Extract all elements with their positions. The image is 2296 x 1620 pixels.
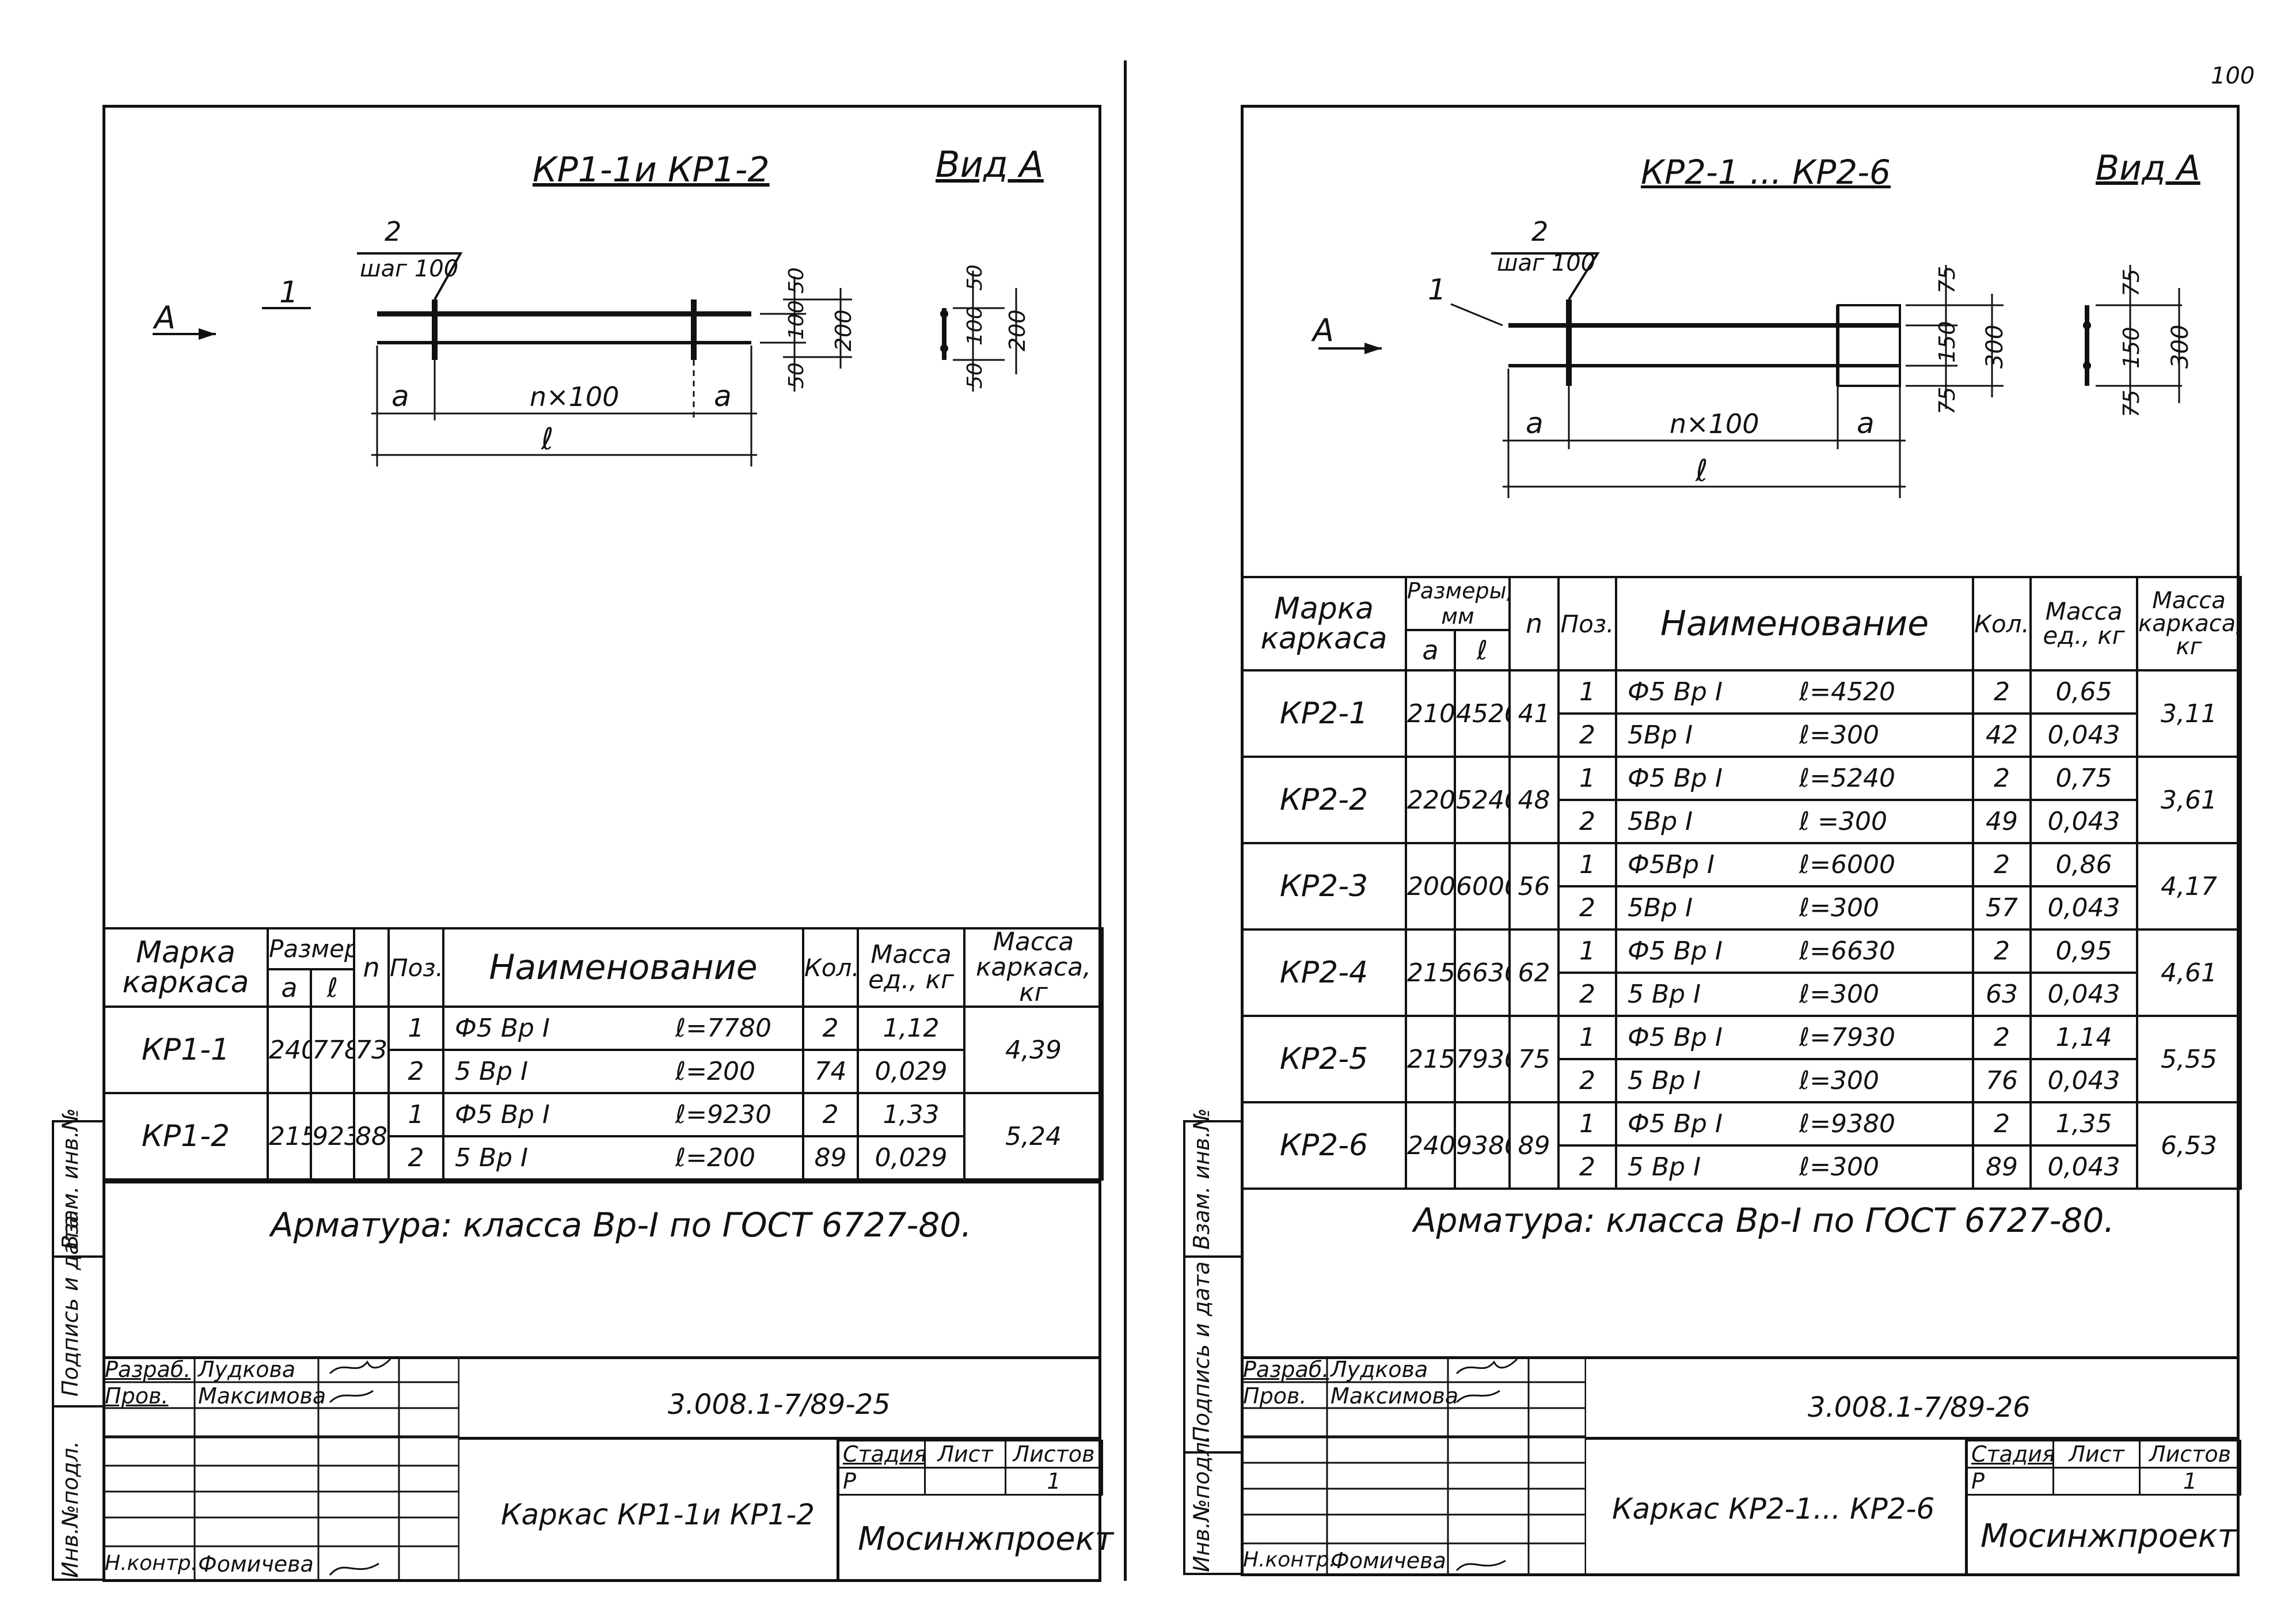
svg-text:n×100: n×100 xyxy=(530,381,619,412)
hdr-mark: Марка каркаса xyxy=(102,927,269,1008)
svg-text:75: 75 xyxy=(2119,390,2144,418)
hdr-sizes: Размеры, мм xyxy=(1404,576,1511,631)
hdr-frame-mass: Масса каркаса, кг xyxy=(2136,576,2242,671)
right-note: Арматура: класса Вр-I по ГОСТ 6727-80. xyxy=(1413,1201,2115,1240)
hdr-a: a xyxy=(267,968,312,1008)
hdr-pos: Поз. xyxy=(387,927,445,1008)
hdr-n: n xyxy=(353,927,390,1008)
row-mark: КР2-1 xyxy=(1241,669,1407,758)
left-signature-grid: Разраб. Лудкова Пров. Максимова Н.контр.… xyxy=(102,1356,459,1581)
svg-text:a: a xyxy=(714,380,732,413)
svg-text:ℓ: ℓ xyxy=(541,422,553,457)
svg-text:шаг 100: шаг 100 xyxy=(360,256,458,282)
svg-text:100: 100 xyxy=(785,300,808,340)
page-number: 100 xyxy=(2211,63,2255,89)
row-mark: КР1-1 xyxy=(102,1006,269,1094)
row-mark: КР2-2 xyxy=(1241,756,1407,844)
right-spec-table: Марка каркаса Размеры, мм n Поз. Наимено… xyxy=(1241,576,2242,1190)
hdr-sizes: Размеры, мм xyxy=(266,927,356,970)
svg-text:50: 50 xyxy=(963,362,987,389)
svg-text:2: 2 xyxy=(385,216,401,247)
svg-text:ℓ: ℓ xyxy=(1695,454,1708,488)
svg-text:200: 200 xyxy=(831,309,856,351)
hdr-unit-mass: Масса ед., кг xyxy=(2029,576,2139,671)
hdr-name: Наименование xyxy=(1615,576,1975,671)
hdr-qty: Кол. xyxy=(802,927,860,1008)
right-doc-code: 3.008.1-7/89-26 xyxy=(1808,1391,2031,1424)
svg-text:А: А xyxy=(1311,312,1334,348)
svg-text:50: 50 xyxy=(785,362,808,389)
svg-text:a: a xyxy=(391,380,409,413)
svg-text:75: 75 xyxy=(2119,269,2144,297)
right-signature-grid: Разраб. Лудкова Пров. Максимова Н.контр.… xyxy=(1241,1356,1586,1575)
svg-text:200: 200 xyxy=(1005,309,1030,351)
svg-text:А: А xyxy=(153,299,176,336)
svg-text:1: 1 xyxy=(279,275,298,310)
svg-text:1: 1 xyxy=(1428,273,1446,306)
left-doc-code: 3.008.1-7/89-25 xyxy=(668,1388,891,1421)
left-sheet xyxy=(102,105,1101,1582)
hdr-name: Наименование xyxy=(442,927,805,1008)
right-org: Мосинжпроект xyxy=(1981,1517,2237,1555)
row-mark: КР2-5 xyxy=(1241,1015,1407,1103)
left-org: Мосинжпроект xyxy=(858,1520,1114,1558)
right-title: КР2-1 ... КР2-6 xyxy=(1641,153,1891,192)
row-mark: КР1-2 xyxy=(102,1092,269,1181)
row-mark: КР2-6 xyxy=(1241,1101,1407,1190)
svg-text:75: 75 xyxy=(1934,387,1960,415)
svg-text:n×100: n×100 xyxy=(1670,408,1759,439)
left-margin-stamp xyxy=(52,1120,102,1581)
svg-text:50: 50 xyxy=(963,264,987,291)
hdr-pos: Поз. xyxy=(1557,576,1618,671)
svg-text:150: 150 xyxy=(1934,321,1960,363)
row-mark: КР2-4 xyxy=(1241,928,1407,1017)
left-view-label: Вид А xyxy=(936,143,1044,185)
right-block-title: Каркас КР2-1... КР2-6 xyxy=(1612,1492,1935,1526)
hdr-frame-mass: Масса каркаса, кг xyxy=(963,927,1104,1008)
svg-text:300: 300 xyxy=(2167,325,2194,369)
left-block-title: Каркас КР1-1и КР1-2 xyxy=(501,1498,815,1531)
hdr-unit-mass: Масса ед., кг xyxy=(857,927,966,1008)
hdr-n: n xyxy=(1508,576,1560,671)
left-note: Арматура: класса Вр-I по ГОСТ 6727-80. xyxy=(271,1205,972,1245)
svg-text:100: 100 xyxy=(963,306,987,346)
svg-text:300: 300 xyxy=(1982,325,2008,369)
hdr-mark: Марка каркаса xyxy=(1241,576,1407,671)
svg-text:75: 75 xyxy=(1934,266,1960,294)
left-title: КР1-1и КР1-2 xyxy=(533,150,770,190)
svg-text:a: a xyxy=(1526,407,1544,440)
svg-text:50: 50 xyxy=(785,267,808,294)
right-margin-stamp xyxy=(1183,1120,1241,1575)
center-divider xyxy=(1124,60,1127,1581)
row-mark: КР2-3 xyxy=(1241,842,1407,931)
svg-text:150: 150 xyxy=(2119,327,2144,369)
hdr-a: a xyxy=(1405,629,1456,671)
right-view-label: Вид А xyxy=(2096,148,2200,188)
svg-text:2: 2 xyxy=(1531,216,1548,247)
hdr-qty: Кол. xyxy=(1972,576,2032,671)
left-spec-table: Марка каркаса Размеры, мм n Поз. Наимено… xyxy=(102,927,1104,1181)
hdr-l: ℓ xyxy=(309,968,356,1008)
svg-text:шаг 100: шаг 100 xyxy=(1497,250,1595,276)
svg-text:a: a xyxy=(1857,407,1875,440)
hdr-l: ℓ xyxy=(1453,629,1511,671)
